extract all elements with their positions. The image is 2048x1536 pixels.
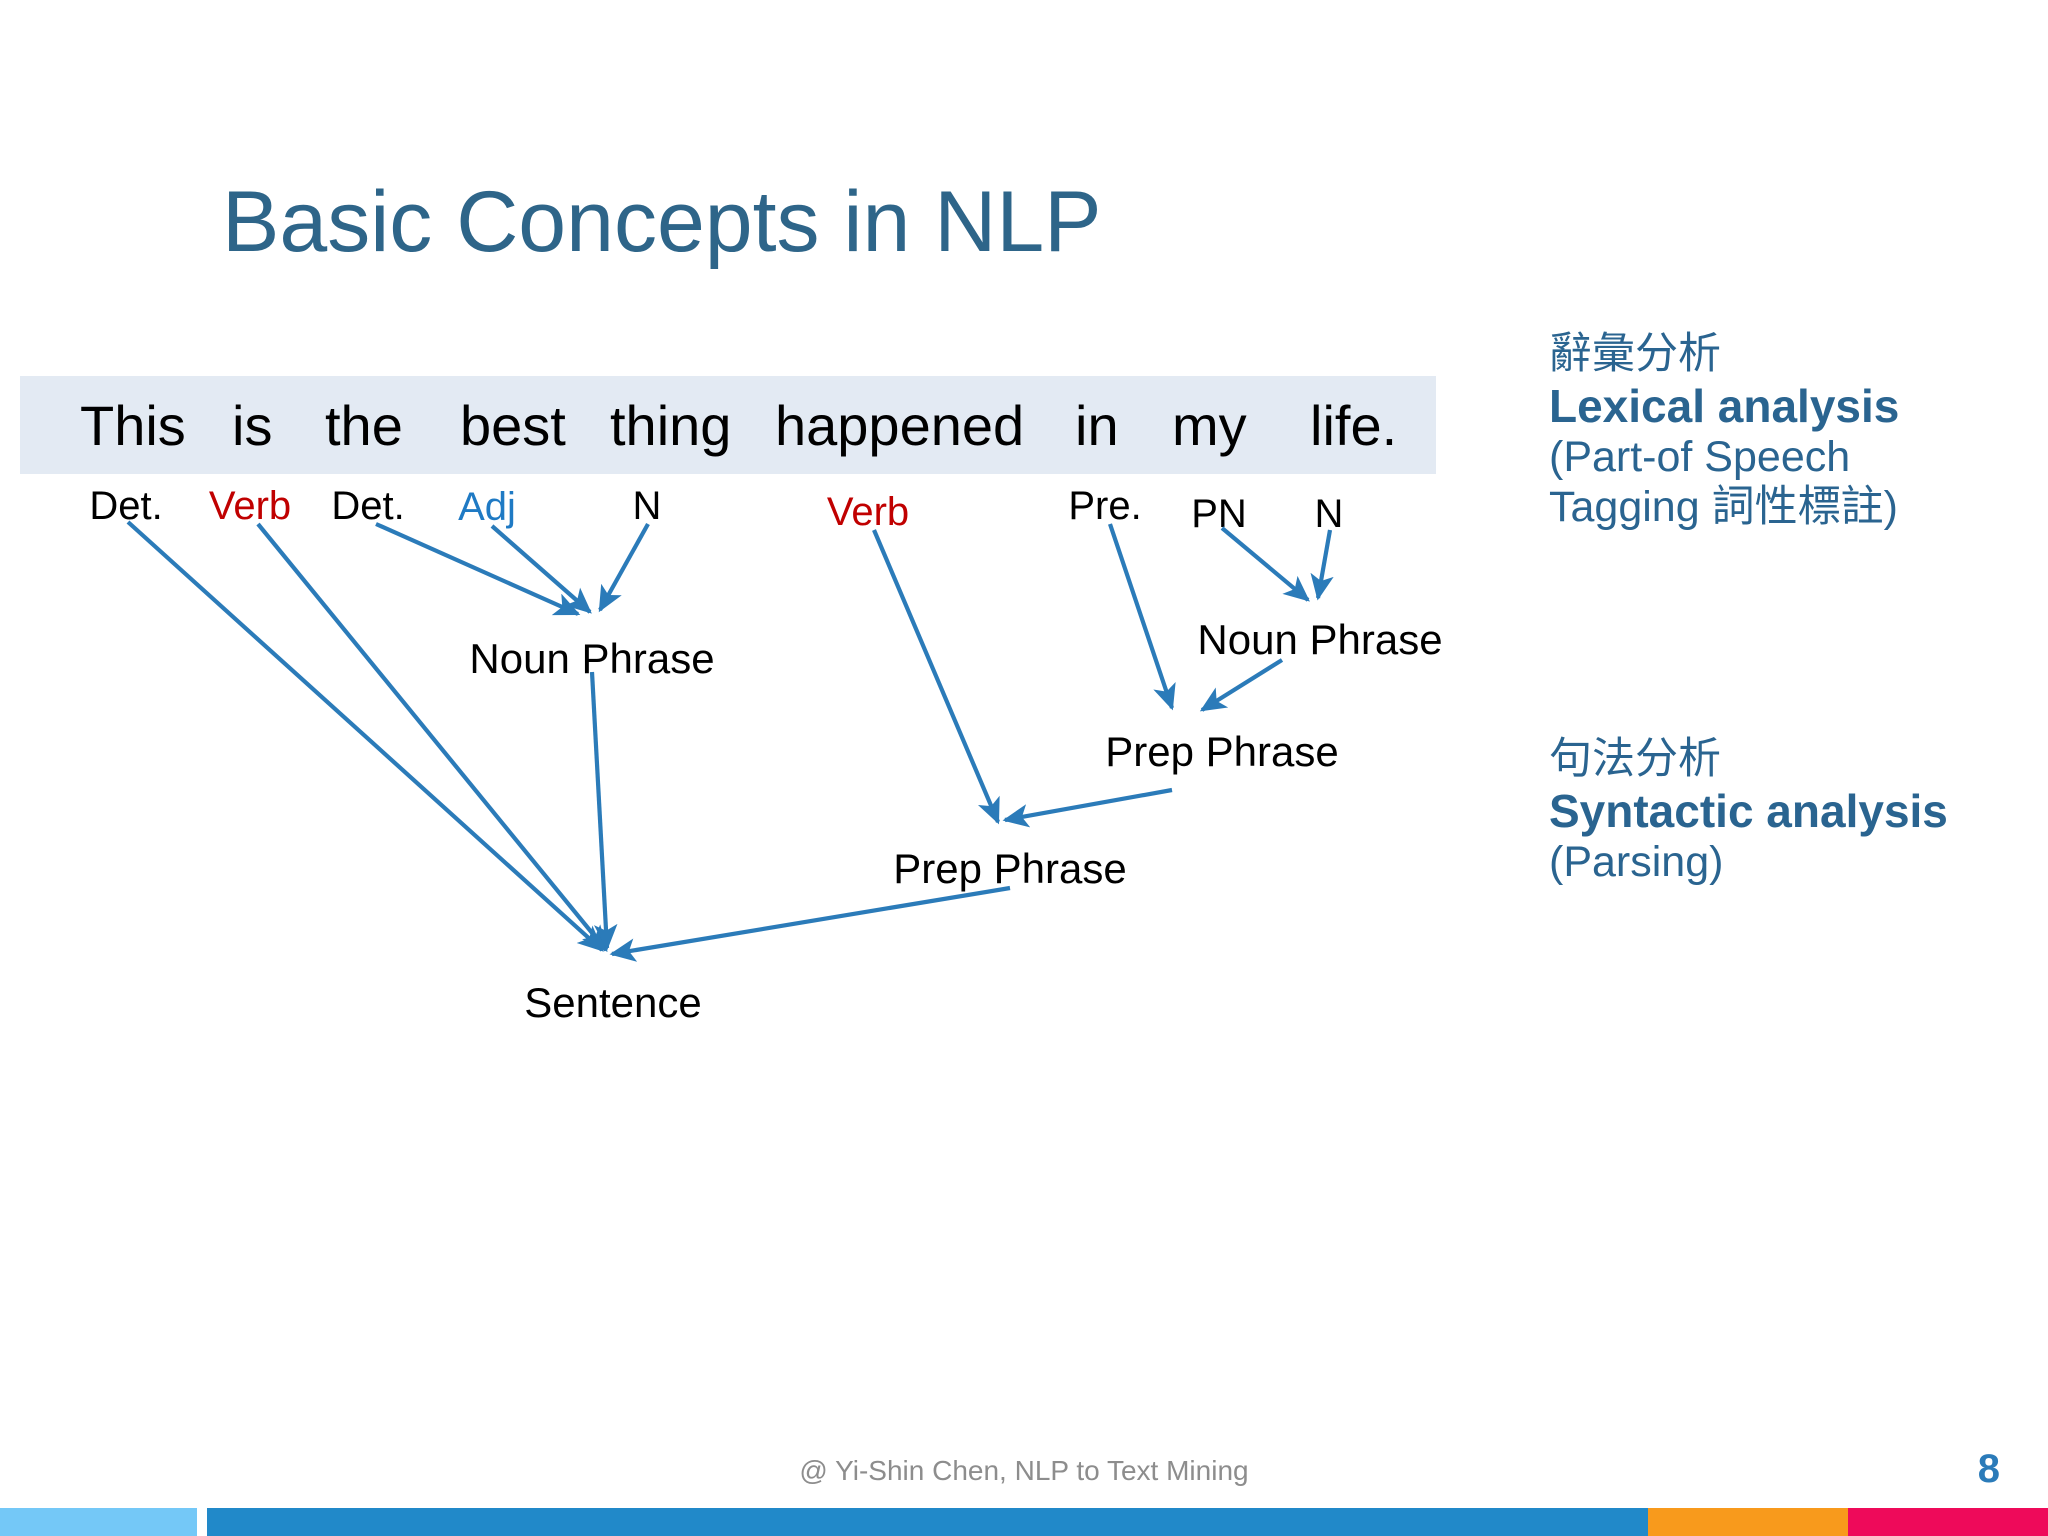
pos-tag-this: Det. <box>89 484 163 528</box>
tree-node-sentence: Sentence <box>524 979 702 1026</box>
annotation-syntactic-cjk: 句法分析 <box>1549 735 1721 783</box>
sentence-word: This <box>80 393 186 457</box>
annotation-lexical-english: Lexical analysis <box>1549 379 1900 432</box>
bar-segment-orange <box>1648 1508 1848 1536</box>
annotation-syntactic-paren-1: (Parsing) <box>1549 838 1724 887</box>
bar-segment-light-blue <box>0 1508 197 1536</box>
tree-node-prep-phrase-left: Prep Phrase <box>893 845 1127 892</box>
pos-tag-is: Verb <box>208 484 292 528</box>
sentence-band: This is the best thing happened in my li… <box>20 376 1436 474</box>
footer-credit: @ Yi-Shin Chen, NLP to Text Mining <box>799 1455 1249 1486</box>
pos-tag-my: PN <box>1191 492 1247 536</box>
page-number: 8 <box>1977 1447 2000 1491</box>
bar-segment-blue <box>207 1508 1648 1536</box>
pos-tag-life: N <box>1314 492 1344 536</box>
sentence-word: best <box>460 393 566 457</box>
tree-node-noun-phrase-left: Noun Phrase <box>469 635 715 682</box>
pos-tag-the: Det. <box>331 484 405 528</box>
annotation-syntactic-english: Syntactic analysis <box>1549 784 1948 837</box>
pos-tag-thing: N <box>632 484 662 528</box>
sentence-word: in <box>1075 393 1119 457</box>
sentence-word: the <box>325 393 403 457</box>
sentence-word: is <box>232 393 273 457</box>
sentence-word: thing <box>610 393 732 457</box>
tree-node-noun-phrase-right: Noun Phrase <box>1197 616 1443 663</box>
tree-node-prep-phrase-right: Prep Phrase <box>1105 728 1339 775</box>
bar-segment-crimson <box>1848 1508 2048 1536</box>
sentence-word: my <box>1172 393 1247 457</box>
annotation-lexical-paren-1: (Part-of Speech <box>1549 433 1851 482</box>
pos-tag-happened: Verb <box>826 490 910 534</box>
bar-segment-gap <box>197 1508 207 1536</box>
pos-tag-in: Pre. <box>1068 484 1142 528</box>
sentence-word: happened <box>775 393 1025 457</box>
pos-tag-best: Adj <box>458 485 516 529</box>
annotation-lexical-analysis: 辭彙分析 Lexical analysis (Part-of Speech Ta… <box>1549 330 1899 533</box>
annotation-syntactic-analysis: 句法分析 Syntactic analysis (Parsing) <box>1549 735 1948 888</box>
annotation-lexical-cjk: 辭彙分析 <box>1549 330 1721 378</box>
sentence-word: life. <box>1310 393 1398 457</box>
page-title: Basic Concepts in NLP <box>222 174 1102 270</box>
bottom-color-bar <box>0 1508 2048 1536</box>
annotation-lexical-paren-2: Tagging 詞性標註) <box>1549 483 1898 532</box>
